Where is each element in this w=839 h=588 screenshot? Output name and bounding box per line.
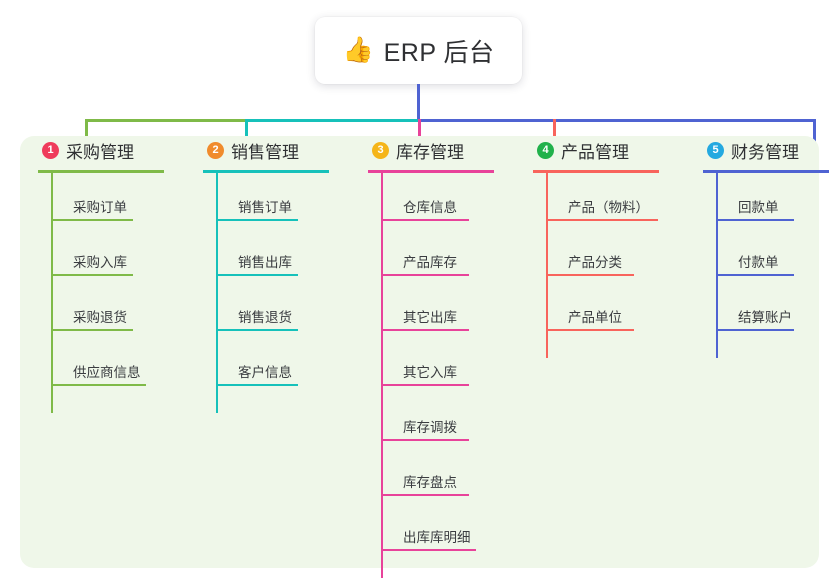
leaf-rule — [381, 274, 469, 276]
column-procurement-header-rule — [38, 170, 164, 173]
drop-procurement — [85, 119, 88, 147]
drop-product — [553, 119, 556, 147]
leaf-rule — [381, 384, 469, 386]
column-product: 4 产品管理产品（物料） 产品分类产品单位 — [515, 136, 659, 358]
column-finance-header[interactable]: 5 财务管理 — [685, 136, 799, 164]
column-procurement-badge: 1 — [42, 141, 59, 159]
leaf-rule — [716, 274, 794, 276]
column-finance-title: 财务管理 — [731, 142, 799, 162]
column-product-title: 产品管理 — [561, 142, 629, 162]
column-sales-badge: 2 — [207, 141, 224, 159]
leaf-label: 产品分类 — [568, 255, 622, 270]
leaf-label: 出库库明细 — [403, 530, 471, 545]
leaf-rule — [216, 329, 298, 331]
leaf-label: 回款单 — [738, 200, 779, 215]
leaf-label: 其它入库 — [403, 365, 457, 380]
root-node[interactable]: 👍 ERP 后台 — [315, 17, 522, 84]
leaf-rule — [381, 549, 476, 551]
leaf-label: 采购订单 — [73, 200, 127, 215]
leaf-rule — [546, 219, 658, 221]
leaf-rule — [51, 384, 146, 386]
leaf-label: 其它出库 — [403, 310, 457, 325]
leaf-label: 采购退货 — [73, 310, 127, 325]
leaf-rule — [51, 329, 133, 331]
leaf-rule — [381, 329, 469, 331]
column-inventory-title: 库存管理 — [396, 142, 464, 162]
drop-finance — [813, 119, 816, 147]
leaf-rule — [546, 274, 634, 276]
bus-segment-blue — [418, 119, 815, 122]
leaf-label: 销售退货 — [238, 310, 292, 325]
column-inventory: 3 库存管理仓库信息产品库存其它出库其它入库库存调拨库存盘点出库库明细 — [350, 136, 494, 578]
leaf-label: 仓库信息 — [403, 200, 457, 215]
bus-segment-teal — [245, 119, 418, 122]
leaf-rule — [216, 219, 298, 221]
column-product-header-rule — [533, 170, 659, 173]
leaf-label: 库存盘点 — [403, 475, 457, 490]
leaf-label: 销售订单 — [238, 200, 292, 215]
bus-segment-green — [85, 119, 245, 122]
leaf-label: 销售出库 — [238, 255, 292, 270]
column-inventory-header-rule — [368, 170, 494, 173]
leaf-label: 供应商信息 — [73, 365, 141, 380]
column-procurement-spine — [51, 170, 53, 413]
column-procurement: 1 采购管理采购订单采购入库采购退货供应商信息 — [20, 136, 164, 413]
leaf-rule — [716, 219, 794, 221]
root-stem-connector — [417, 84, 420, 120]
column-finance-badge: 5 — [707, 141, 724, 159]
leaf-label: 付款单 — [738, 255, 779, 270]
leaf-label: 产品（物料） — [568, 200, 649, 215]
column-sales-header[interactable]: 2 销售管理 — [185, 136, 299, 164]
leaf-label: 结算账户 — [738, 310, 792, 325]
leaf-rule — [716, 329, 794, 331]
leaf-rule — [216, 384, 298, 386]
leaf-label: 产品单位 — [568, 310, 622, 325]
leaf-rule — [546, 329, 634, 331]
column-finance-spine — [716, 170, 718, 358]
leaf-rule — [381, 494, 469, 496]
drop-sales — [245, 119, 248, 147]
column-product-header[interactable]: 4 产品管理 — [515, 136, 629, 164]
thumbs-up-icon: 👍 — [342, 36, 374, 64]
root-title: ERP 后台 — [383, 38, 495, 67]
leaf-label: 产品库存 — [403, 255, 457, 270]
column-inventory-header[interactable]: 3 库存管理 — [350, 136, 464, 164]
column-sales-spine — [216, 170, 218, 413]
column-product-badge: 4 — [537, 141, 554, 159]
column-inventory-spine — [381, 170, 383, 578]
leaf-rule — [216, 274, 298, 276]
leaf-label: 客户信息 — [238, 365, 292, 380]
leaf-label: 采购入库 — [73, 255, 127, 270]
column-procurement-header[interactable]: 1 采购管理 — [20, 136, 134, 164]
column-procurement-title: 采购管理 — [66, 142, 134, 162]
column-finance: 5 财务管理回款单付款单结算账户 — [685, 136, 829, 358]
branches-panel: 1 采购管理采购订单采购入库采购退货供应商信息 2 销售管理销售订单销售出库销售退货客… — [20, 136, 829, 578]
leaf-rule — [51, 274, 133, 276]
column-sales-header-rule — [203, 170, 329, 173]
leaf-rule — [381, 439, 469, 441]
column-product-spine — [546, 170, 548, 358]
leaf-label: 库存调拨 — [403, 420, 457, 435]
column-sales-title: 销售管理 — [231, 142, 299, 162]
leaf-rule — [51, 219, 133, 221]
column-finance-header-rule — [703, 170, 829, 173]
leaf-rule — [381, 219, 469, 221]
drop-inventory — [418, 119, 421, 147]
column-inventory-badge: 3 — [372, 141, 389, 159]
column-sales: 2 销售管理销售订单销售出库销售退货客户信息 — [185, 136, 329, 413]
